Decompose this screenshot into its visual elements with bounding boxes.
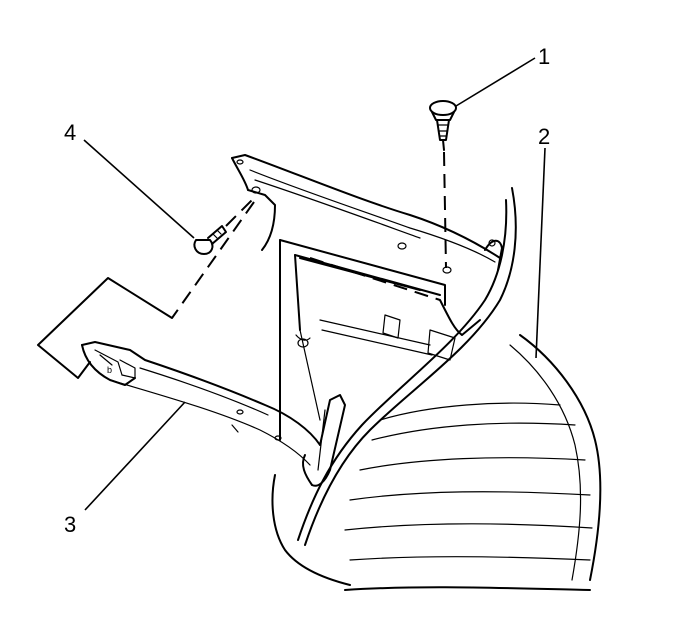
callout-2: 2: [538, 124, 550, 149]
callout-labels: 1 2 3 4: [64, 44, 550, 537]
mounting-panel: [231, 154, 503, 441]
lower-bracket: b: [81, 341, 346, 487]
bumper-fascia: [271, 187, 602, 591]
callout-4: 4: [64, 120, 76, 145]
installation-lines: [37, 151, 447, 440]
push-pin-fastener: [429, 100, 457, 151]
callout-1: 1: [538, 44, 550, 69]
leader-lines: [83, 57, 546, 511]
svg-text:b: b: [107, 365, 112, 375]
screw-fastener: [193, 225, 227, 255]
callout-3: 3: [64, 512, 76, 537]
